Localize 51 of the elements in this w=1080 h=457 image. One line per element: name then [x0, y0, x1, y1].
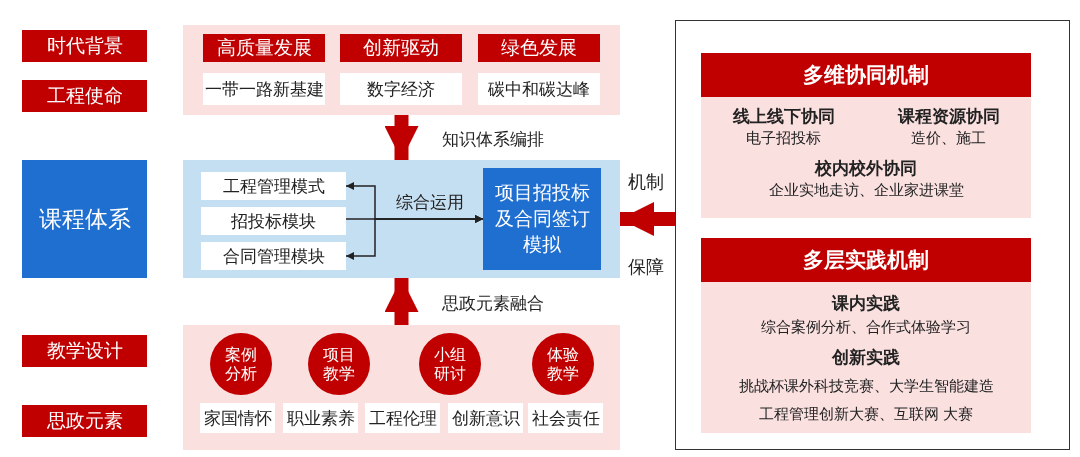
card-header: 多维协同机制 [701, 53, 1031, 97]
edge-label: 知识体系编排 [441, 128, 544, 151]
text-card: 工程管理模式 [201, 172, 346, 200]
mechanism-card [701, 53, 1031, 218]
block-arrow [384, 278, 419, 325]
group-panel [183, 160, 620, 278]
edge-label: 综合运用 [393, 191, 466, 214]
item-text: 综合案例分析、合作式体验学习 [760, 318, 972, 337]
text-card: 创新意识 [448, 403, 523, 433]
group-panel [183, 25, 620, 115]
method-circle: 案例分析 [210, 333, 272, 395]
mechanism-card [701, 238, 1031, 433]
text-card: 工程伦理 [365, 403, 440, 433]
item-text: 电子招投标 [745, 129, 822, 148]
method-circle: 项目教学 [308, 333, 370, 395]
label-tag: 教学设计 [22, 335, 147, 367]
card-header: 多层实践机制 [701, 238, 1031, 282]
course-box: 课程体系 [22, 160, 147, 278]
method-circle: 体验教学 [532, 333, 594, 395]
side-label: 保障 [628, 256, 664, 279]
item-heading: 创新实践 [831, 347, 901, 369]
method-circle: 小组研讨 [419, 333, 481, 395]
item-text: 企业实地走访、企业家进课堂 [767, 181, 965, 200]
text-card: 家国情怀 [200, 403, 275, 433]
item-heading: 线上线下协同 [731, 106, 836, 128]
label-tag: 高质量发展 [203, 34, 325, 62]
item-heading: 课程资源协同 [896, 106, 1001, 128]
mechanism-frame [675, 20, 1070, 450]
label-tag: 工程使命 [22, 80, 147, 112]
text-card: 一带一路新基建 [203, 73, 325, 105]
item-heading: 课内实践 [830, 293, 901, 315]
label-tag: 思政元素 [22, 405, 147, 437]
edge-label: 思政元素融合 [441, 292, 544, 315]
label-tag: 创新驱动 [340, 34, 462, 62]
text-card: 合同管理模块 [201, 242, 346, 270]
label-tag: 绿色发展 [478, 34, 600, 62]
connector-arrow [345, 215, 484, 260]
text-card: 数字经济 [340, 73, 462, 105]
text-card: 社会责任 [528, 403, 603, 433]
course-box: 项目招投标及合同签订模拟 [483, 168, 601, 270]
text-card: 职业素养 [283, 403, 358, 433]
item-text: 造价、施工 [910, 129, 987, 148]
text-card: 招投标模块 [201, 207, 346, 235]
block-arrow [384, 115, 419, 160]
block-arrow [620, 202, 675, 236]
text-card: 碳中和碳达峰 [478, 73, 600, 105]
group-panel [183, 325, 620, 450]
side-label: 机制 [628, 171, 664, 194]
label-tag: 时代背景 [22, 30, 147, 62]
item-text: 挑战杯课外科技竞赛、大学生智能建造工程管理创新大赛、互联网 大赛 [737, 376, 995, 424]
item-heading: 校内校外协同 [813, 158, 918, 180]
